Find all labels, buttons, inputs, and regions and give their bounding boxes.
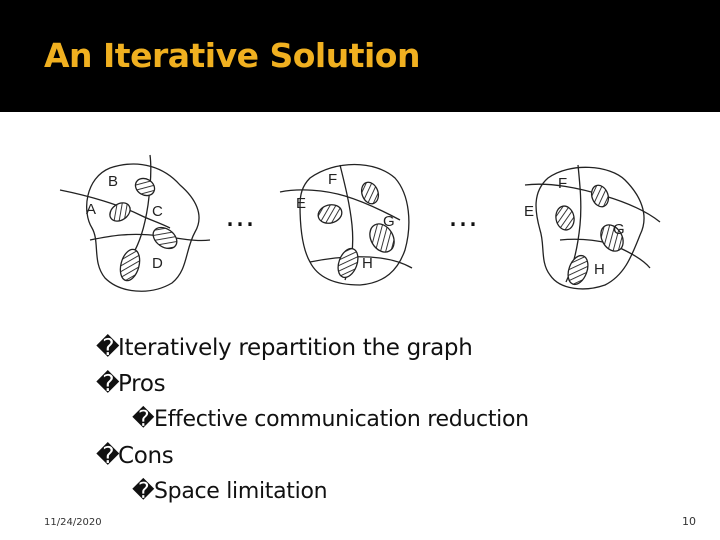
graph-1-node-a [109,202,131,222]
graph-3-node-g [600,224,624,252]
graph-2-label-g: G [383,213,395,230]
graph-1-cut-line [127,154,152,263]
graph-1-partition-boundary [86,163,200,292]
sub-bullet-item: �Space limitation [132,479,328,504]
graph-1-cut-line [59,189,171,229]
graph-1 [59,154,211,292]
bullet-text: Space limitation [154,479,328,504]
bullet-item: �Pros [96,371,166,397]
graph-3-node-h [567,254,589,286]
graph-2-cut-line [309,256,413,269]
graph-2-node-g [369,223,395,253]
graph-2-partition-boundary [299,163,410,286]
bullet-item: �Cons [96,443,174,469]
bullet-text: Pros [118,371,166,397]
graph-3-node-f [590,184,610,208]
graph-2-node-h [337,247,359,279]
graph-3-label-g: G [613,221,625,238]
graph-3-label-f: F [558,175,567,192]
sub-bullet-item: �Effective communication reduction [132,407,529,432]
graph-1-label-b: B [108,173,118,190]
bullet-text: Iteratively repartition the graph [118,335,473,361]
graph-3-partition-boundary [535,166,645,290]
graph-2-label-h: H [362,255,373,272]
page-number: 10 [682,515,696,528]
graph-1-node-b [134,177,156,197]
bullet-text: Cons [118,443,174,469]
graph-2 [279,163,413,286]
slide-title: An Iterative Solution [44,36,420,75]
graph-3-label-h: H [594,261,605,278]
graph-2-label-f: F [328,171,337,188]
graph-3-node-e [555,205,575,231]
graph-1-node-c [152,226,178,250]
graph-2-node-f [360,181,380,205]
title-bar: An Iterative Solution [0,0,720,112]
graph-1-label-d: D [152,255,163,272]
graph-1-node-d [119,248,141,282]
graph-2-label-e: E [296,195,306,212]
graph-3 [524,164,661,290]
bullet-marker: � [96,335,120,361]
bullet-item: �Iteratively repartition the graph [96,335,473,361]
ellipsis-1: … [225,199,255,234]
ellipsis-2: … [448,199,478,234]
graph-3-label-e: E [524,203,534,220]
bullet-marker: � [96,443,120,469]
bullet-marker: � [96,371,120,397]
footer-date: 11/24/2020 [44,517,102,528]
graph-1-label-c: C [152,203,163,220]
bullet-marker: � [132,479,155,504]
partition-diagram: B A C D … F E G H … F E G H [59,154,661,292]
bullet-text: Effective communication reduction [154,407,529,432]
graph-2-node-e [317,204,343,224]
bullet-marker: � [132,407,155,432]
graph-1-label-a: A [86,201,96,218]
graph-2-cut-line [279,189,401,221]
